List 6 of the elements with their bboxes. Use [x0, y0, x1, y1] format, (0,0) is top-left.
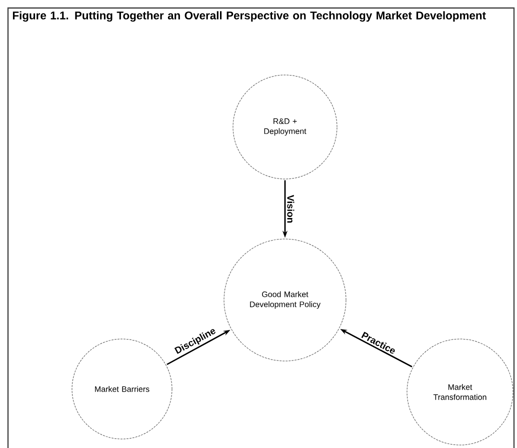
circle-node: Good Market Development Policy [224, 238, 346, 362]
circle-node: R&D + Deployment [232, 74, 338, 180]
circle-node: Market Barriers [72, 338, 172, 440]
circle-node: Market Transformation [406, 338, 514, 446]
edge-label: Vision [287, 194, 294, 223]
figure-title: Figure 1.1. Putting Together an Overall Perspective on Technology Market Development [12, 11, 486, 22]
